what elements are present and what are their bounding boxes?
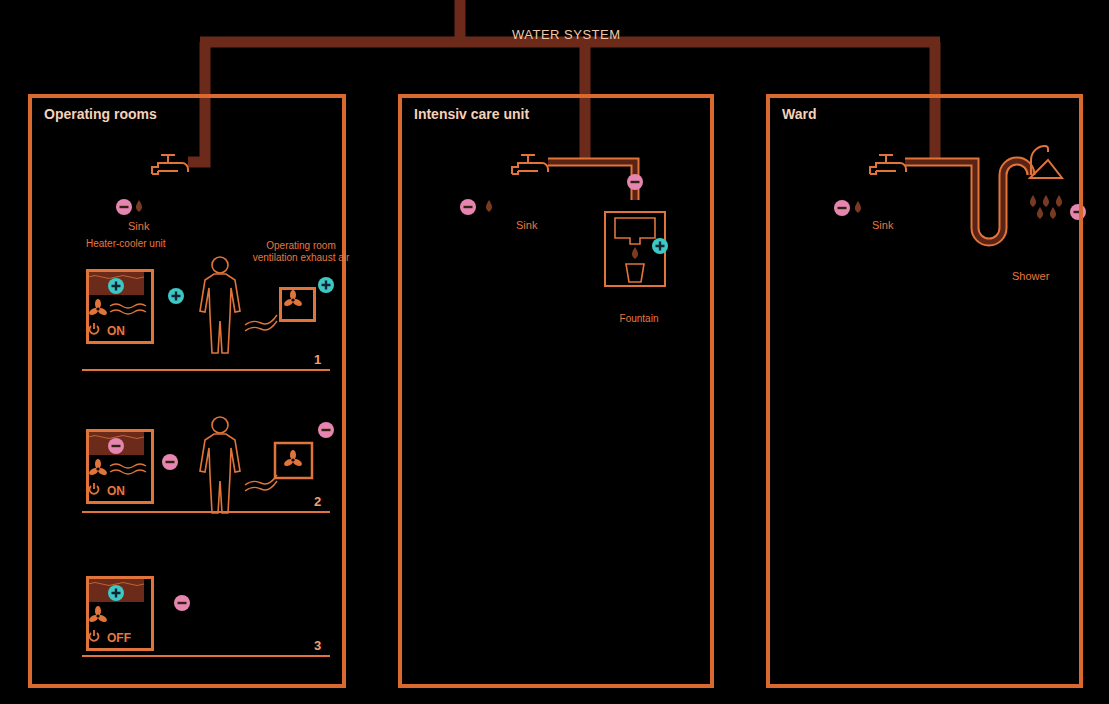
drawing-part: [1043, 195, 1049, 207]
scenario-2: [82, 417, 334, 513]
fixture-label: Sink: [128, 220, 149, 232]
drawing-part: [275, 443, 312, 478]
drawing-part: [930, 42, 941, 162]
heater-cooler-unit: Heater-cooler unitON: [86, 269, 154, 344]
node-label: ON: [107, 324, 125, 338]
drawing-part: [627, 174, 643, 190]
drawing-part: [1070, 204, 1086, 220]
drawing-part: [855, 201, 861, 213]
drawing-part: [82, 511, 330, 513]
drawing-part: [82, 655, 330, 657]
drawing-part: [548, 161, 1031, 242]
drawing-part: [82, 369, 330, 371]
water-pipes: [188, 0, 940, 162]
drawing-part: [1031, 146, 1048, 175]
drawing-part: [1056, 195, 1062, 207]
drawing-part: [245, 481, 277, 491]
drawing-part: [318, 277, 334, 293]
ventilation-box: Operating room ventilation exhaust air: [279, 287, 316, 322]
drawing-part: [162, 454, 178, 470]
drawing-part: [455, 0, 466, 42]
drawing-part: [110, 304, 146, 314]
heater-cooler-unit: OFF: [86, 576, 154, 651]
drawing-part: [168, 288, 184, 304]
drawing-part: [245, 475, 277, 485]
drawing-part: [200, 417, 240, 513]
drawing-part: [652, 238, 668, 254]
room-panel: Ward: [766, 94, 1083, 688]
drawing-part: [626, 264, 644, 282]
drawing-part: [108, 438, 124, 454]
node-label: Fountain: [602, 313, 676, 325]
drawing-part: [283, 450, 303, 468]
sinks: [116, 155, 906, 216]
drawing-part: [512, 155, 548, 174]
drawing-part: [88, 606, 108, 624]
drawing-part: [632, 247, 638, 259]
fountain-parts: [605, 174, 668, 286]
drawing-part: [834, 200, 850, 216]
drawing-part: [245, 315, 277, 325]
drawing-part: [88, 271, 144, 295]
drawing-part: [188, 42, 205, 162]
drawing-part: [88, 299, 108, 317]
drawing-part: [188, 158, 205, 167]
node-label: OFF: [107, 631, 131, 645]
panel-heading: Ward: [782, 106, 816, 122]
fixture-label: Sink: [872, 219, 893, 231]
drawing-part: [152, 155, 188, 174]
room-pipes: [188, 161, 1031, 242]
fountain: Fountain: [602, 209, 676, 297]
drawing-part: [108, 585, 124, 601]
scenario-3: [82, 578, 330, 656]
callout-number: 2: [314, 494, 321, 509]
callout-number: 1: [314, 352, 321, 367]
drawing-part: [1050, 207, 1056, 219]
room-panel: Operating roomsHeater-cooler unitONOpera…: [28, 94, 346, 688]
drawing-part: [1037, 207, 1043, 219]
drawing-part: [108, 278, 124, 294]
callout-number: 3: [314, 638, 321, 653]
room-panel: Intensiv care unitFountain: [398, 94, 714, 688]
drawing-part: [1030, 195, 1036, 207]
drawing-part: [90, 323, 99, 334]
drawing-part: [870, 155, 906, 174]
node-label: Operating room ventilation exhaust air: [252, 240, 350, 264]
heater-cooler-unit: ON: [86, 429, 154, 504]
panel-heading: Operating rooms: [44, 106, 157, 122]
shower: [1030, 146, 1086, 220]
node-label: Heater-cooler unit: [86, 238, 165, 250]
drawing-part: [136, 200, 142, 212]
scenario-1: [82, 257, 334, 370]
panel-heading: Intensiv care unit: [414, 106, 529, 122]
drawing-part: [110, 464, 146, 474]
drawing-part: [486, 200, 492, 212]
drawing-part: [245, 321, 277, 331]
drawing-part: [90, 483, 99, 494]
diagram-title: WATER SYSTEM: [512, 27, 621, 42]
fixture-label: Shower: [1012, 270, 1049, 282]
drawing-part: [283, 290, 303, 308]
drawing-part: [200, 257, 240, 353]
drawing-part: [580, 42, 591, 162]
drawing-part: [615, 218, 655, 244]
drawing-part: [548, 161, 1031, 242]
drawing-part: [88, 431, 144, 455]
fixture-label: Sink: [516, 219, 537, 231]
drawing-part: [318, 422, 334, 438]
drawing-part: [88, 578, 144, 602]
drawing-part: [116, 199, 132, 215]
drawing-part: [460, 199, 476, 215]
node-label: ON: [107, 484, 125, 498]
drawing-part: [90, 630, 99, 641]
drawing-part: [1030, 160, 1062, 178]
drawing-part: [174, 595, 190, 611]
drawing-part: [88, 459, 108, 477]
